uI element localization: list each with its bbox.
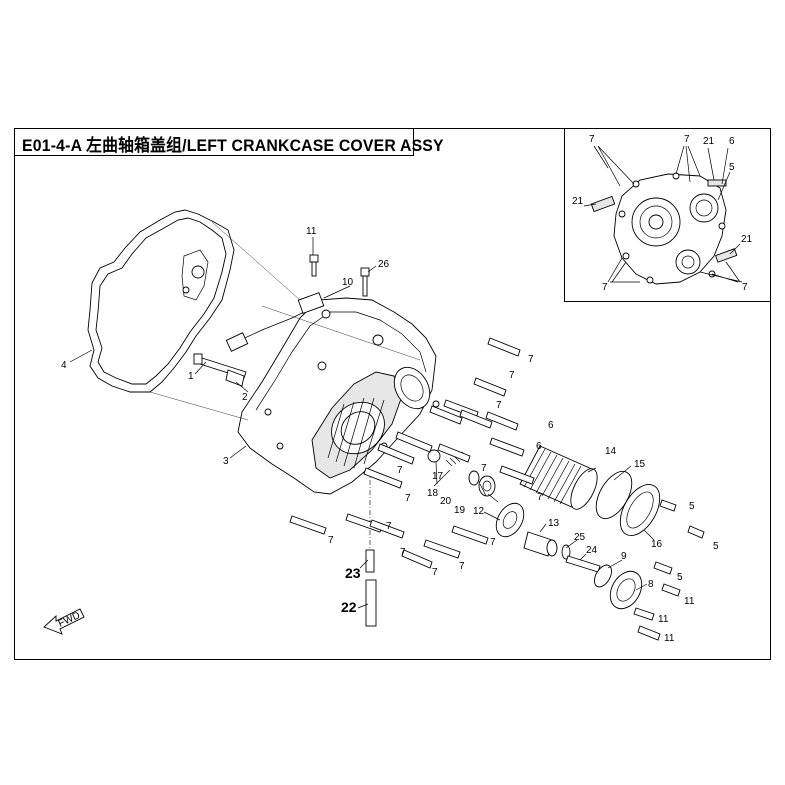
diagram-title: E01-4-A 左曲轴箱盖组/LEFT CRANKCASE COVER ASSY [22,136,444,155]
callout-7: 7 [537,492,543,503]
callout-20: 20 [440,496,452,507]
callout-7: 7 [405,493,411,504]
sleeve-part [523,531,558,557]
filter-cover-part [619,484,661,536]
callout-22: 22 [341,599,357,615]
callout-17: 17 [432,471,444,482]
inset-callout-7: 7 [589,134,595,145]
ball-part [427,449,441,463]
bolt-6-set [485,411,525,457]
callout-9: 9 [621,551,627,562]
callout-2: 2 [242,392,248,403]
inset-view-frame [564,128,771,302]
bolt-11-set [633,583,681,641]
callout-15: 15 [634,459,646,470]
callout-7: 7 [490,537,496,548]
o-ring-9-part [594,564,612,588]
inset-callout-7: 7 [684,134,690,145]
sensor-part [225,292,331,352]
callout-4: 4 [61,360,67,371]
inset-callout-21: 21 [703,136,715,147]
callout-24: 24 [586,545,598,556]
callout-7: 7 [481,463,487,474]
callout-26: 26 [378,259,390,270]
inset-callout-7: 7 [742,282,748,293]
inset-leader-lines [583,145,743,283]
callout-5: 5 [713,541,719,552]
inset-callout-21: 21 [741,234,753,245]
callout-7: 7 [397,465,403,476]
inset-callout-5: 5 [729,162,735,173]
callout-8: 8 [648,579,654,590]
spring-part [445,451,469,467]
callout-5: 5 [689,501,695,512]
callout-11: 11 [664,633,675,644]
pipe-22-part [365,579,377,627]
callout-12: 12 [473,506,485,517]
fwd-arrow-icon: FWD [43,608,85,635]
bolt-7-set [289,337,535,569]
callout-6: 6 [536,441,542,452]
callout-10: 10 [342,277,354,288]
seal-19-part [468,470,480,486]
fwd-label: FWD [57,610,82,630]
pin-2-part [225,369,245,387]
callout-25: 25 [574,532,586,543]
callout-7: 7 [328,535,334,546]
inset-callout-7: 7 [602,282,608,293]
callout-6: 6 [548,420,554,431]
plug-part [478,475,496,497]
callout-7: 7 [386,521,392,532]
crankcase-cover-part [237,297,440,495]
inset-view-drawing [590,172,738,285]
gasket-part [87,209,235,393]
callout-11: 11 [658,614,669,625]
inset-callout-6: 6 [729,136,735,147]
leader-lines [69,221,655,609]
bolt-23-part [365,549,375,573]
bolt-5-set [653,499,705,575]
bearing-part [495,502,525,538]
callout-16: 16 [651,539,663,550]
callout-18: 18 [427,488,439,499]
inset-callout-21: 21 [572,196,584,207]
washer-part [561,544,571,560]
callout-7: 7 [496,400,502,411]
callout-7: 7 [400,547,406,558]
cap-part [609,570,643,610]
diagram-frame [14,128,771,660]
callout-labels: 11 26 10 4 1 2 3 7 7 7 6 6 14 15 7 17 18… [61,226,719,644]
title-box: E01-4-A 左曲轴箱盖组/LEFT CRANKCASE COVER ASSY [14,128,444,156]
callout-7: 7 [509,370,515,381]
callout-11: 11 [684,596,695,607]
callout-19: 19 [454,505,466,516]
callout-13: 13 [548,518,560,529]
callout-7: 7 [528,354,534,365]
callout-7: 7 [459,561,465,572]
bolt-26-part [360,267,370,297]
callout-14: 14 [605,446,617,457]
inset-callout-labels: 7 7 21 6 5 21 21 7 7 [572,134,753,293]
bolt-11-top-part [309,254,319,277]
bolt-24-part [565,555,601,573]
callout-5: 5 [677,572,683,583]
callout-3: 3 [223,456,229,467]
callout-23: 23 [345,565,361,581]
callout-11: 11 [306,226,317,237]
callout-7: 7 [432,567,438,578]
callout-1: 1 [188,371,194,382]
